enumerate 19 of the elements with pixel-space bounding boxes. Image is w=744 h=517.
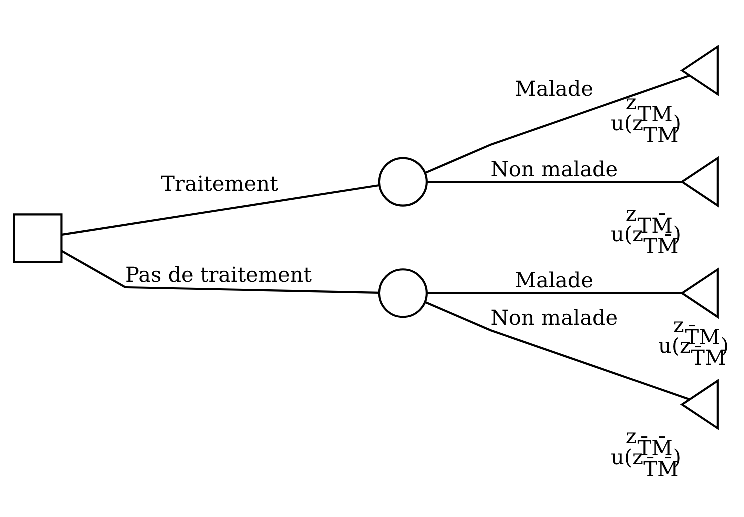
node-triangle (680, 45, 719, 96)
node-box (13, 214, 63, 264)
connector (427, 292, 682, 294)
node-triangle (680, 268, 719, 320)
connector (427, 181, 682, 184)
node-circle (378, 157, 428, 207)
edge-label: Traitement (161, 172, 278, 196)
node-triangle (680, 156, 719, 208)
node-circle (378, 268, 428, 318)
connector (62, 184, 380, 236)
edge-label: Malade (515, 77, 594, 102)
edge-label: Pas de traitement (126, 262, 312, 287)
edge-label: Non malade (490, 306, 618, 330)
edge-label: Non malade (490, 157, 618, 182)
connector (425, 301, 690, 401)
node-triangle (680, 379, 719, 430)
edge-label: Malade (515, 268, 594, 293)
connector (425, 74, 690, 174)
connector (62, 250, 380, 294)
